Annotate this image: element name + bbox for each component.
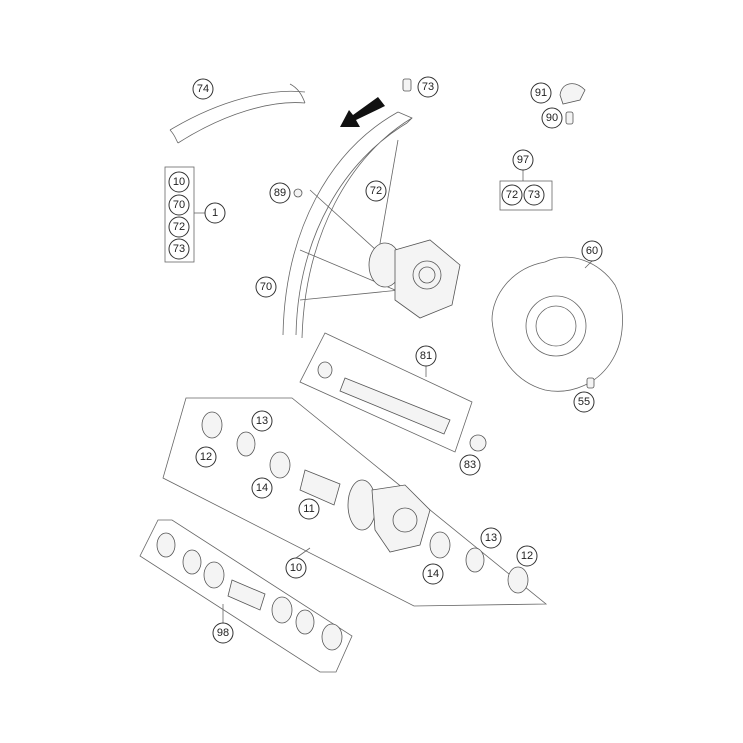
callout-55[interactable]: 55 [573, 391, 595, 413]
callout-12-right[interactable]: 12 [516, 545, 538, 567]
callout-97-72[interactable]: 72 [501, 184, 523, 206]
callout-1-73[interactable]: 73 [168, 238, 190, 260]
bearing-kit-frame [139, 519, 353, 673]
spoke-kit-box [499, 180, 553, 211]
callout-90[interactable]: 90 [541, 107, 563, 129]
rotation-arrow-icon [340, 97, 385, 127]
nipple-part [402, 78, 412, 92]
svg-text:72: 72 [370, 185, 382, 197]
svg-text:55: 55 [578, 396, 590, 408]
svg-text:10: 10 [173, 176, 185, 188]
svg-text:74: 74 [197, 83, 209, 95]
svg-text:73: 73 [173, 243, 185, 255]
callout-14-right[interactable]: 14 [422, 563, 444, 585]
svg-text:73: 73 [528, 189, 540, 201]
svg-text:12: 12 [521, 550, 533, 562]
callout-89[interactable]: 89 [269, 182, 291, 204]
svg-text:13: 13 [485, 532, 497, 544]
axle-group-frame [299, 332, 473, 453]
hub-group-frame [162, 397, 548, 607]
svg-text:72: 72 [173, 221, 185, 233]
callout-70[interactable]: 70 [255, 276, 277, 298]
svg-text:91: 91 [535, 87, 547, 99]
svg-text:1: 1 [212, 207, 218, 219]
callout-98[interactable]: 98 [212, 622, 234, 644]
callout-10[interactable]: 10 [285, 557, 307, 579]
hub-components [201, 411, 529, 594]
svg-text:10: 10 [290, 562, 302, 574]
svg-text:98: 98 [217, 627, 229, 639]
rim-plug-part [293, 188, 303, 198]
svg-text:89: 89 [274, 187, 286, 199]
svg-text:73: 73 [422, 81, 434, 93]
callout-1-10[interactable]: 10 [168, 171, 190, 193]
callout-81[interactable]: 81 [415, 345, 437, 367]
callout-11[interactable]: 11 [298, 498, 320, 520]
callout-73-top[interactable]: 73 [417, 76, 439, 98]
valve-nut-part [565, 111, 574, 125]
callout-74[interactable]: 74 [192, 78, 214, 100]
wheel-assembly-box [164, 166, 195, 263]
callout-1-72[interactable]: 72 [168, 216, 190, 238]
svg-text:70: 70 [173, 199, 185, 211]
svg-text:13: 13 [256, 415, 268, 427]
wheel-hub-part [368, 239, 461, 319]
brake-disc-part [491, 256, 623, 392]
axle-nut-part [469, 434, 487, 452]
callout-83[interactable]: 83 [459, 454, 481, 476]
callout-72[interactable]: 72 [365, 180, 387, 202]
callout-1[interactable]: 1 [204, 202, 226, 224]
callout-91[interactable]: 91 [530, 82, 552, 104]
callout-13-left[interactable]: 13 [251, 410, 273, 432]
svg-text:83: 83 [464, 459, 476, 471]
rim-tape-part [169, 83, 306, 144]
svg-text:12: 12 [200, 451, 212, 463]
callout-12-left[interactable]: 12 [195, 446, 217, 468]
svg-text:14: 14 [427, 568, 439, 580]
svg-text:60: 60 [586, 245, 598, 257]
callout-13-right[interactable]: 13 [480, 527, 502, 549]
svg-text:90: 90 [546, 112, 558, 124]
callout-14-left[interactable]: 14 [251, 477, 273, 499]
callout-97[interactable]: 97 [512, 149, 534, 171]
callout-60[interactable]: 60 [581, 240, 603, 262]
svg-text:72: 72 [506, 189, 518, 201]
callout-97-73[interactable]: 73 [523, 184, 545, 206]
svg-text:97: 97 [517, 154, 529, 166]
rim-part [282, 111, 413, 339]
svg-text:70: 70 [260, 281, 272, 293]
axle-part [317, 361, 451, 435]
svg-text:81: 81 [420, 350, 432, 362]
svg-text:14: 14 [256, 482, 268, 494]
callout-1-70[interactable]: 70 [168, 194, 190, 216]
svg-text:11: 11 [303, 503, 314, 515]
bearing-kit-components [156, 532, 343, 651]
disc-screw-part [586, 377, 595, 389]
valve-cap-part [559, 83, 586, 105]
